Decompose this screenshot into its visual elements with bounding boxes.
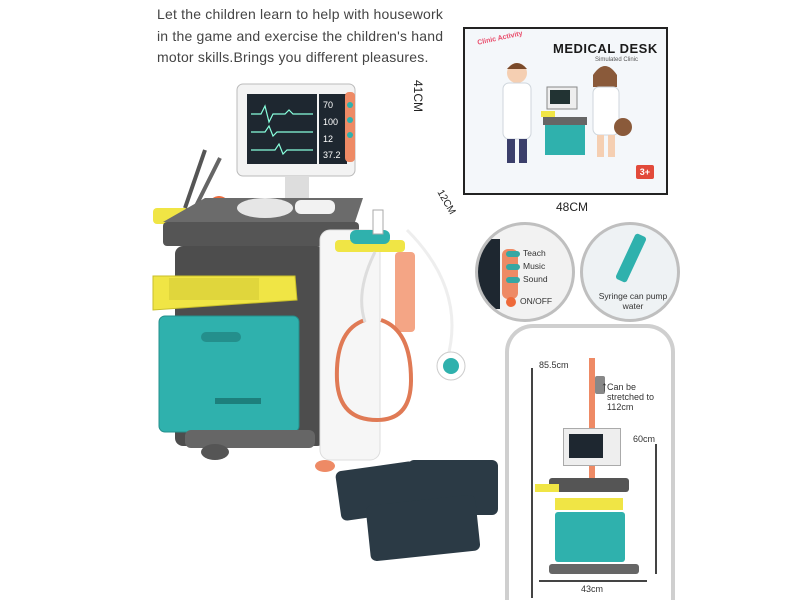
monitor-value-1: 70 <box>323 100 333 110</box>
side-panel <box>319 229 381 461</box>
age-badge: 3+ <box>635 165 654 179</box>
xray-cards <box>334 460 508 562</box>
width-label: 43cm <box>581 584 604 594</box>
size-diagram: 85.5cm ↑ Can be stretched to 112cm 60cm … <box>505 324 675 600</box>
top-tray <box>163 222 359 246</box>
music-label: Music <box>523 261 546 271</box>
sound-buttons-closeup: Teach Music Sound ON/OFF <box>475 222 575 322</box>
monitor-value-2: 100 <box>323 117 338 127</box>
product-package: Clinic Activity MEDICAL DESK Simulated C… <box>463 27 668 195</box>
arrow-up-icon: ↑ <box>601 378 608 394</box>
package-width-label: 48CM <box>556 200 589 214</box>
package-subtitle: Simulated Clinic <box>595 57 639 63</box>
syringe-icon <box>614 232 648 284</box>
package-illustration <box>502 63 632 163</box>
product-tagline: Let the children learn to help with hous… <box>157 6 444 65</box>
syringe-caption: Syringe can pump water <box>598 291 668 311</box>
body-height-label: 60cm <box>633 434 656 444</box>
syringe-closeup: Syringe can pump water <box>580 222 680 322</box>
monitor-value-4: 37.2 <box>323 150 341 160</box>
stretch-note: Can be stretched to 112cm <box>607 382 655 412</box>
monitor-value-3: 12 <box>323 134 333 144</box>
medical-desk-image: 70 100 12 37.2 <box>152 83 466 472</box>
package-brand: Clinic Activity <box>476 30 524 47</box>
teach-label: Teach <box>523 248 546 258</box>
sound-label: Sound <box>523 274 548 284</box>
power-label: ON/OFF <box>520 296 553 306</box>
max-height-label: 85.5cm <box>539 360 569 370</box>
power-icon <box>506 296 516 307</box>
package-title: MEDICAL DESK <box>553 41 658 56</box>
